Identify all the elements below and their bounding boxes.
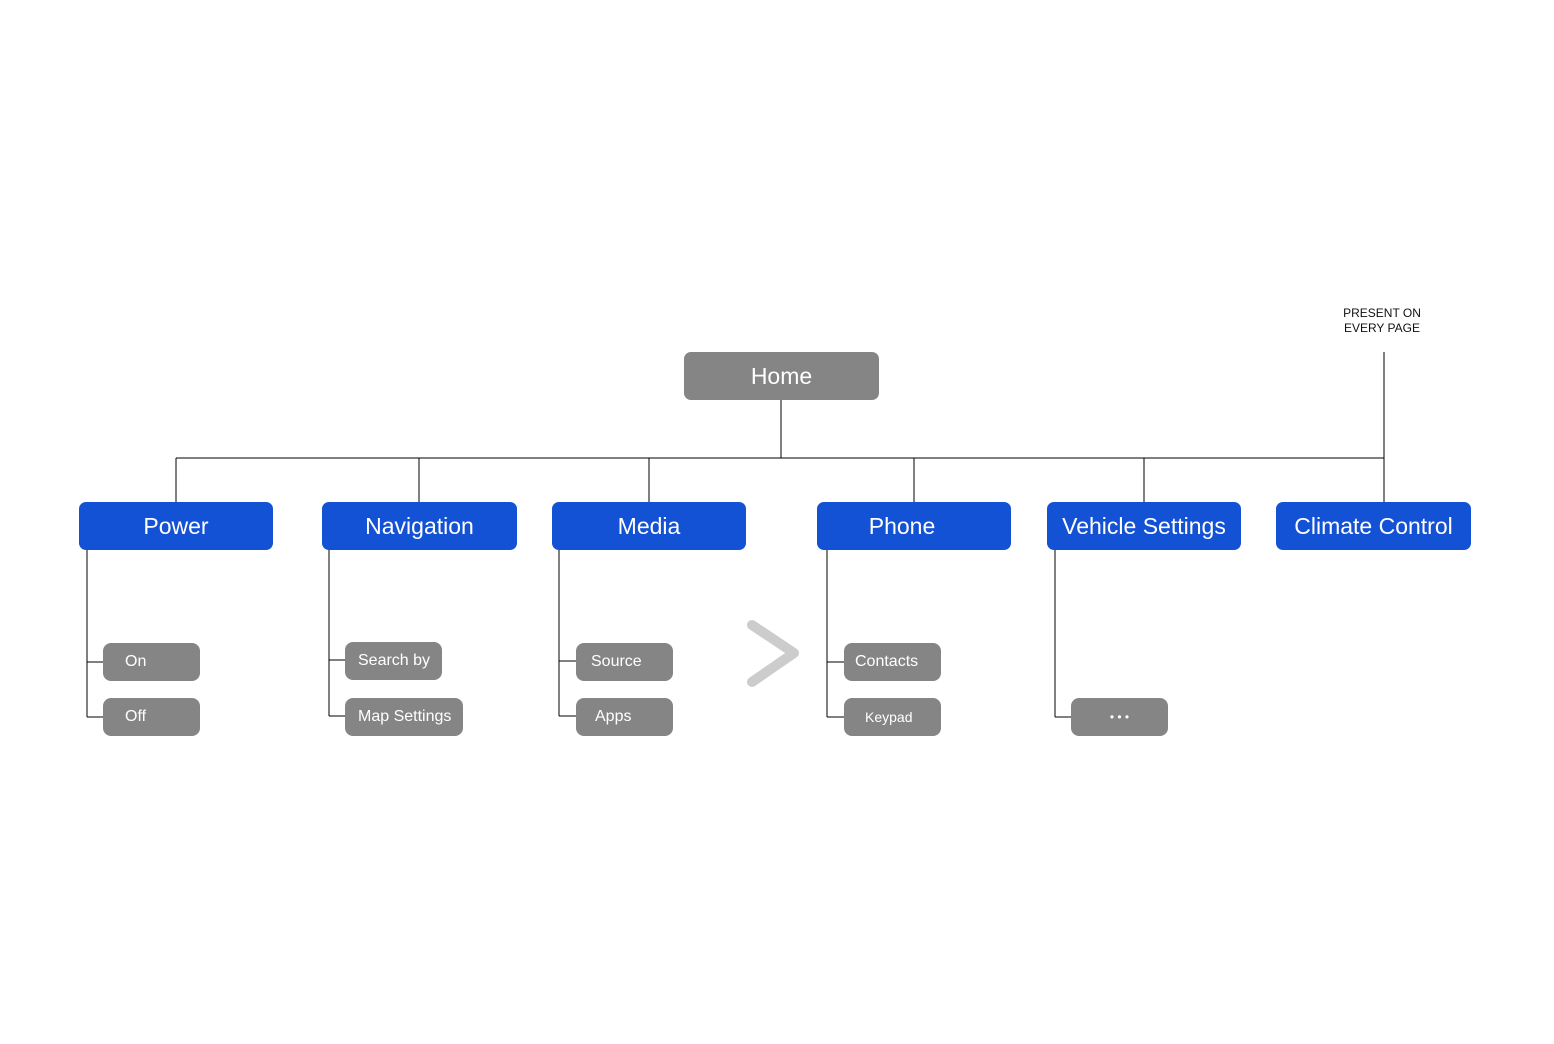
leaf-on[interactable]: On bbox=[103, 643, 200, 681]
category-power[interactable]: Power bbox=[79, 502, 273, 550]
leaf-off[interactable]: Off bbox=[103, 698, 200, 736]
persistent-note: PRESENT ON EVERY PAGE bbox=[1322, 306, 1442, 336]
leaf-more[interactable]: • • • bbox=[1071, 698, 1168, 736]
note-line-1: PRESENT ON bbox=[1343, 306, 1421, 320]
home-node[interactable]: Home bbox=[684, 352, 879, 400]
leaf-source[interactable]: Source bbox=[576, 643, 673, 681]
category-media[interactable]: Media bbox=[552, 502, 746, 550]
leaf-apps[interactable]: Apps bbox=[576, 698, 673, 736]
category-phone[interactable]: Phone bbox=[817, 502, 1011, 550]
leaf-search-by[interactable]: Search by bbox=[345, 642, 442, 680]
category-navigation[interactable]: Navigation bbox=[322, 502, 517, 550]
category-vehicle-settings[interactable]: Vehicle Settings bbox=[1047, 502, 1241, 550]
leaf-contacts[interactable]: Contacts bbox=[844, 643, 941, 681]
leaf-map-settings[interactable]: Map Settings bbox=[345, 698, 463, 736]
chevron-right-icon bbox=[747, 620, 799, 687]
note-line-2: EVERY PAGE bbox=[1343, 321, 1421, 335]
leaf-keypad[interactable]: Keypad bbox=[844, 698, 941, 736]
category-climate-control[interactable]: Climate Control bbox=[1276, 502, 1471, 550]
